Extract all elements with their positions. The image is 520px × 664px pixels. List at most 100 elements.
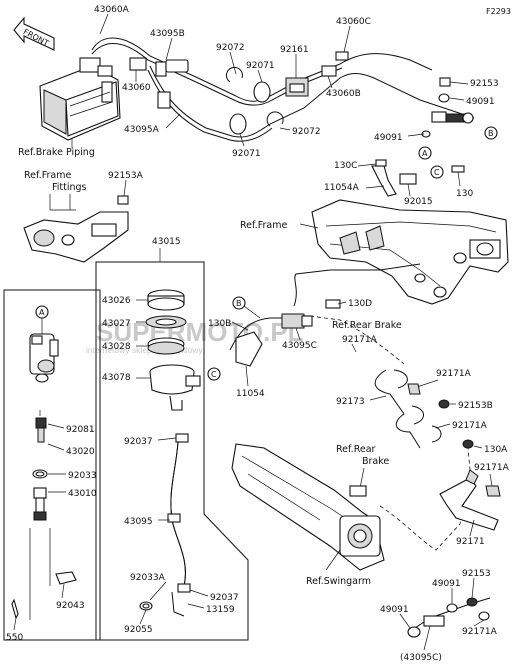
label-92171A-e: 92171A	[462, 627, 498, 637]
svg-text:B: B	[488, 129, 494, 138]
label-43060: 43060	[122, 83, 151, 93]
label-43015: 43015	[152, 237, 181, 247]
label-92043: 92043	[56, 601, 85, 611]
main-frame	[311, 199, 509, 305]
label-92081: 92081	[66, 425, 95, 435]
reservoir-diaphragm	[147, 337, 185, 355]
label-550: 550	[6, 633, 23, 643]
label-92171A-c: 92171A	[452, 421, 488, 431]
label-43060C: 43060C	[336, 17, 371, 27]
label-43028: 43028	[102, 342, 131, 352]
label-92033A: 92033A	[130, 573, 166, 583]
rear-brake-hose	[229, 263, 421, 367]
label-130C: 130C	[334, 161, 357, 171]
frame-fittings-bracket	[23, 195, 129, 263]
label-92071-mid: 92071	[232, 149, 261, 159]
callout-c-top	[430, 165, 444, 179]
label-92072-mid: 92072	[292, 127, 321, 137]
clip-92043	[55, 571, 77, 585]
push-rod-43010	[33, 487, 47, 521]
bracket-11054a	[371, 159, 465, 197]
watermark: SUPERMOTO.PL internetowy sklep motocyklo…	[86, 317, 304, 355]
callout-a-top	[418, 146, 432, 160]
label-43095C-paren: (43095C)	[400, 653, 442, 663]
label-43060B: 43060B	[326, 89, 361, 99]
hydraulic-unit	[39, 57, 121, 141]
label-92153A: 92153A	[108, 171, 144, 181]
label-43095C: 43095C	[282, 341, 317, 351]
hose-guide-92173	[374, 369, 442, 449]
svg-text:A: A	[39, 308, 45, 317]
ref-rear-brake-right: Ref.Rear Brake	[332, 320, 402, 331]
diagram-code: F2293	[486, 7, 511, 16]
swingarm	[231, 443, 385, 571]
label-43027: 43027	[102, 319, 131, 329]
label-43078: 43078	[102, 373, 131, 383]
label-43010: 43010	[68, 489, 97, 499]
svg-text:C: C	[434, 168, 440, 177]
watermark-subtitle: internetowy sklep motocyklowy	[86, 345, 203, 355]
label-49091-top: 49091	[466, 97, 495, 107]
banjo-fitting-bottom	[407, 597, 491, 638]
label-43026: 43026	[102, 296, 131, 306]
reservoir-hose	[167, 433, 191, 617]
callout-b-top	[484, 126, 498, 140]
svg-text:A: A	[422, 149, 428, 158]
front-arrow-icon: FRONT	[13, 16, 55, 51]
label-92037-a: 92037	[124, 437, 153, 447]
callout-b-mid	[232, 296, 246, 310]
reservoir-cap	[147, 289, 185, 311]
reservoir-plate	[145, 315, 187, 329]
label-92173: 92173	[336, 397, 365, 407]
label-130B: 130B	[208, 319, 231, 329]
label-92161: 92161	[280, 45, 309, 55]
label-43095: 43095	[124, 517, 153, 527]
watermark-brand: SUPERMOTO.PL	[96, 317, 304, 347]
ring-92033	[32, 469, 48, 479]
label-11054A: 11054A	[324, 183, 360, 193]
label-92055: 92055	[124, 625, 153, 635]
hose-guide-92171	[439, 469, 499, 531]
label-92171A-a: 92171A	[342, 335, 378, 345]
label-92153B: 92153B	[458, 401, 493, 411]
label-130D: 130D	[348, 299, 372, 309]
label-92015: 92015	[404, 197, 433, 207]
label-49091-low: 49091	[432, 579, 461, 589]
label-43060A: 43060A	[94, 5, 130, 15]
label-92171: 92171	[456, 537, 485, 547]
label-92171A-d: 92171A	[474, 463, 510, 473]
pin-550	[11, 598, 19, 620]
screw-92153B	[438, 399, 450, 409]
ref-rear-brake-line2: Brake	[362, 456, 389, 467]
label-92033: 92033	[68, 471, 97, 481]
bolt-130A	[462, 439, 474, 449]
reservoir-tank	[149, 364, 201, 411]
label-92037-b: 92037	[210, 593, 239, 603]
top-brake-hoses	[91, 37, 475, 142]
ref-swingarm: Ref.Swingarm	[306, 576, 371, 587]
label-92153-low: 92153	[462, 569, 491, 579]
ref-frame-fittings-line1: Ref.Frame	[24, 170, 71, 181]
label-13159: 13159	[206, 605, 235, 615]
ref-brake-piping: Ref.Brake Piping	[18, 147, 95, 158]
label-49091-bottom: 49091	[380, 605, 409, 615]
label-43095A: 43095A	[124, 125, 160, 135]
label-43095B: 43095B	[150, 29, 185, 39]
svg-text:B: B	[236, 299, 242, 308]
label-92072-top: 92072	[216, 43, 245, 53]
label-130A: 130A	[484, 445, 508, 455]
label-92071-top: 92071	[246, 61, 275, 71]
piston-kit-92081	[35, 417, 47, 443]
master-cylinder	[29, 333, 59, 383]
label-92171A-b: 92171A	[436, 369, 472, 379]
ref-frame-fittings-line2: Fittings	[52, 182, 87, 193]
label-11054: 11054	[236, 389, 265, 399]
label-130-right: 130	[456, 189, 473, 199]
washer-92055	[139, 601, 153, 611]
label-43020: 43020	[66, 447, 95, 457]
label-92153-top: 92153	[470, 79, 499, 89]
ref-rear-brake-line1: Ref.Rear	[336, 444, 376, 455]
callout-c-mid	[207, 367, 221, 381]
ref-frame: Ref.Frame	[240, 220, 287, 231]
